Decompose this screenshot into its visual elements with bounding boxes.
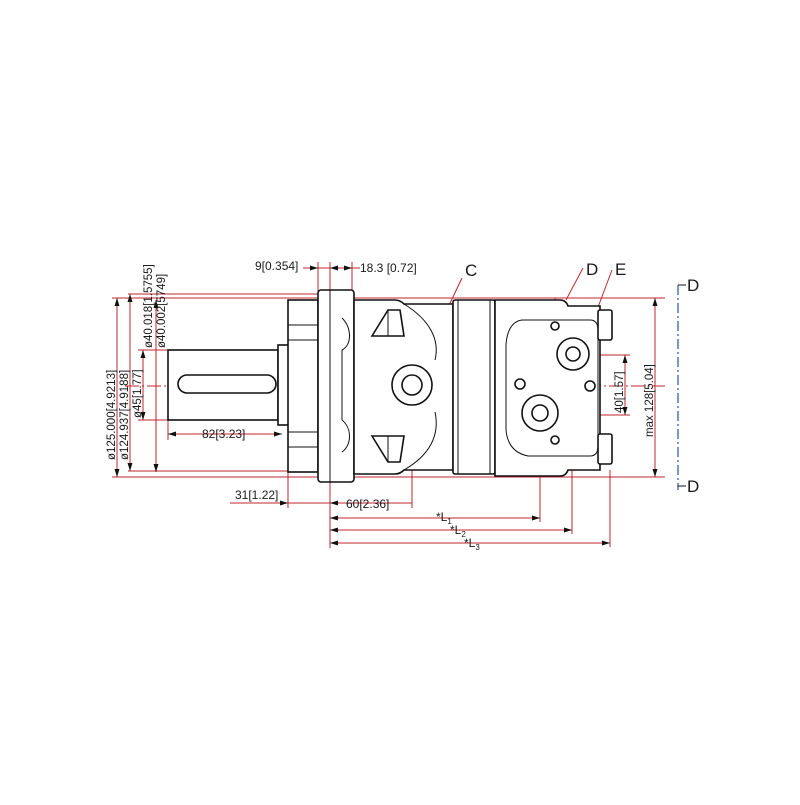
callout-c: C [465,261,477,280]
shaft-key [177,374,277,394]
mounting-flange-ear [287,299,319,473]
callout-section-d-bottom: D [687,477,699,496]
end-cover-bolt-upper [597,309,613,341]
end-cover [494,299,601,477]
dim-60: 60[2.36] [346,497,389,511]
dim-82: 82[3.23] [202,427,245,441]
dim-dia-124: ø124.937[4.9188] [119,370,131,460]
port-a-bore [565,346,581,362]
mounting-hole-left [514,378,526,390]
port-d-lower [550,435,560,445]
callout-d: D [586,260,598,279]
dim-31: 31[1.22] [235,488,278,502]
dim-l1: *L1 [436,510,452,526]
mounting-flange [317,289,355,483]
labels: C D E D D 9[0.354] 18.3 [0.72] ø125.000[… [106,259,699,552]
motor-body [167,289,613,483]
mounting-hole-right [584,380,596,392]
dim-40: 40[1.57] [614,371,626,413]
dim-dia-125: ø125.000[4.9213] [106,370,118,460]
dim-l3: *L3 [464,536,480,552]
end-cover-bolt-lower [597,433,613,465]
dim-9: 9[0.354] [255,259,298,273]
dim-dia-40-002: ø40.002[5749] [156,274,168,348]
dim-max-128: max 128[5.04] [644,364,656,437]
port-c-bore [401,374,423,396]
callout-e: E [615,260,626,279]
dim-dia-45: ø45[1.77] [132,369,144,418]
port-b-bore [531,404,549,422]
arrowheads [114,265,658,546]
callout-section-d-top: D [687,276,699,295]
dim-l2: *L2 [450,523,466,539]
dim-18-3: 18.3 [0.72] [360,261,417,275]
port-d-upper [550,321,560,331]
dim-dia-40-018: ø40.018[1.5755] [143,264,155,348]
gerotor-stator [452,299,496,475]
